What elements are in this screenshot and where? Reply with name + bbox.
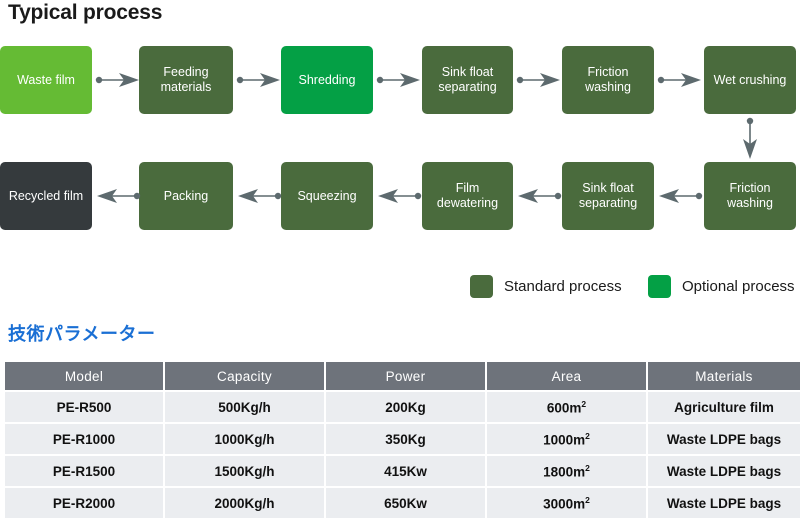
column-header-model: Model <box>5 362 165 390</box>
cell-area-unit: 2 <box>585 430 590 441</box>
flow-node-label: Sink float separating <box>438 65 497 94</box>
cell-area: 3000m2 <box>487 486 648 518</box>
flow-node-shredding[interactable]: Shredding <box>281 46 373 114</box>
cell-area-value: 1800m <box>543 464 586 480</box>
flow-node-label: Packing <box>163 188 209 203</box>
flow-node-friction-washing-2[interactable]: Friction washing <box>704 162 796 230</box>
flow-node-label: Squeezing <box>297 188 357 203</box>
cell-materials: Waste LDPE bags <box>648 454 800 486</box>
table-row: PE-R1500 1500Kg/h 415Kw 1800m2 Waste LDP… <box>5 454 800 486</box>
cell-area-value: 1000m <box>543 432 586 448</box>
cell-capacity: 500Kg/h <box>165 390 326 422</box>
table-header-row: Model Capacity Power Area Materials <box>5 362 800 390</box>
cell-area: 600m2 <box>487 390 648 422</box>
flow-node-waste-film[interactable]: Waste film <box>0 46 92 114</box>
cell-area: 1800m2 <box>487 454 648 486</box>
arrow-right-1 <box>95 70 141 90</box>
table-row: PE-R2000 2000Kg/h 650Kw 3000m2 Waste LDP… <box>5 486 800 518</box>
cell-model: PE-R1500 <box>5 454 165 486</box>
arrow-right-3 <box>376 70 422 90</box>
table-row: PE-R1000 1000Kg/h 350Kg 1000m2 Waste LDP… <box>5 422 800 454</box>
flow-node-label: Friction washing <box>727 181 773 210</box>
flow-node-recycled-film[interactable]: Recycled film <box>0 162 92 230</box>
arrow-left-2 <box>236 186 282 206</box>
cell-capacity: 2000Kg/h <box>165 486 326 518</box>
cell-area: 1000m2 <box>487 422 648 454</box>
flow-node-label: Shredding <box>298 72 356 87</box>
flow-node-label: Recycled film <box>8 188 84 203</box>
cell-area-unit: 2 <box>585 494 590 505</box>
cell-capacity: 1500Kg/h <box>165 454 326 486</box>
cell-model: PE-R2000 <box>5 486 165 518</box>
legend-swatch-optional-icon <box>648 275 671 298</box>
flow-node-label: Wet crushing <box>713 72 787 87</box>
flow-node-label: Film dewatering <box>436 181 499 210</box>
arrow-right-4 <box>516 70 562 90</box>
legend-label: Optional process <box>682 278 795 295</box>
flow-node-sink-float-separating-1[interactable]: Sink float separating <box>422 46 513 114</box>
column-header-capacity: Capacity <box>165 362 326 390</box>
flow-node-feeding-materials[interactable]: Feeding materials <box>139 46 233 114</box>
legend-swatch-standard-icon <box>470 275 493 298</box>
cell-capacity: 1000Kg/h <box>165 422 326 454</box>
flow-node-wet-crushing[interactable]: Wet crushing <box>704 46 796 114</box>
arrow-right-5 <box>657 70 703 90</box>
arrow-left-1 <box>95 186 141 206</box>
cell-area-unit: 2 <box>581 398 587 409</box>
cell-power: 415Kw <box>326 454 487 486</box>
cell-area-value: 3000m <box>543 496 586 512</box>
column-header-materials: Materials <box>648 362 800 390</box>
cell-materials: Waste LDPE bags <box>648 486 800 518</box>
cell-model: PE-R1000 <box>5 422 165 454</box>
cell-area-unit: 2 <box>585 462 590 473</box>
table-row: PE-R500 500Kg/h 200Kg 600m2 Agriculture … <box>5 390 800 422</box>
cell-materials: Waste LDPE bags <box>648 422 800 454</box>
flow-node-label: Friction washing <box>585 65 631 94</box>
column-header-power: Power <box>326 362 487 390</box>
section-title-technical-parameters: 技術パラメーター <box>8 324 156 344</box>
flow-node-label: Sink float separating <box>578 181 638 210</box>
flow-node-label: Waste film <box>17 72 75 87</box>
arrow-left-4 <box>516 186 562 206</box>
arrow-right-2 <box>236 70 282 90</box>
arrow-left-5 <box>657 186 703 206</box>
technical-parameters-table: Model Capacity Power Area Materials PE-R… <box>5 362 800 518</box>
cell-model: PE-R500 <box>5 390 165 422</box>
cell-power: 350Kg <box>326 422 487 454</box>
arrow-left-3 <box>376 186 422 206</box>
legend-item-optional: Optional process <box>648 275 795 298</box>
cell-power: 200Kg <box>326 390 487 422</box>
flow-node-friction-washing-1[interactable]: Friction washing <box>562 46 654 114</box>
legend-item-standard: Standard process <box>470 275 622 298</box>
flow-node-label: Feeding materials <box>160 65 212 94</box>
flow-node-packing[interactable]: Packing <box>139 162 233 230</box>
column-header-area: Area <box>487 362 648 390</box>
cell-materials: Agriculture film <box>648 390 800 422</box>
arrow-down-connector <box>740 117 760 161</box>
cell-area-value: 600m <box>546 400 582 416</box>
flow-node-squeezing[interactable]: Squeezing <box>281 162 373 230</box>
page-title: Typical process <box>8 1 163 24</box>
flow-node-film-dewatering[interactable]: Film dewatering <box>422 162 513 230</box>
cell-power: 650Kw <box>326 486 487 518</box>
flow-node-sink-float-separating-2[interactable]: Sink float separating <box>562 162 654 230</box>
legend-label: Standard process <box>504 278 622 295</box>
